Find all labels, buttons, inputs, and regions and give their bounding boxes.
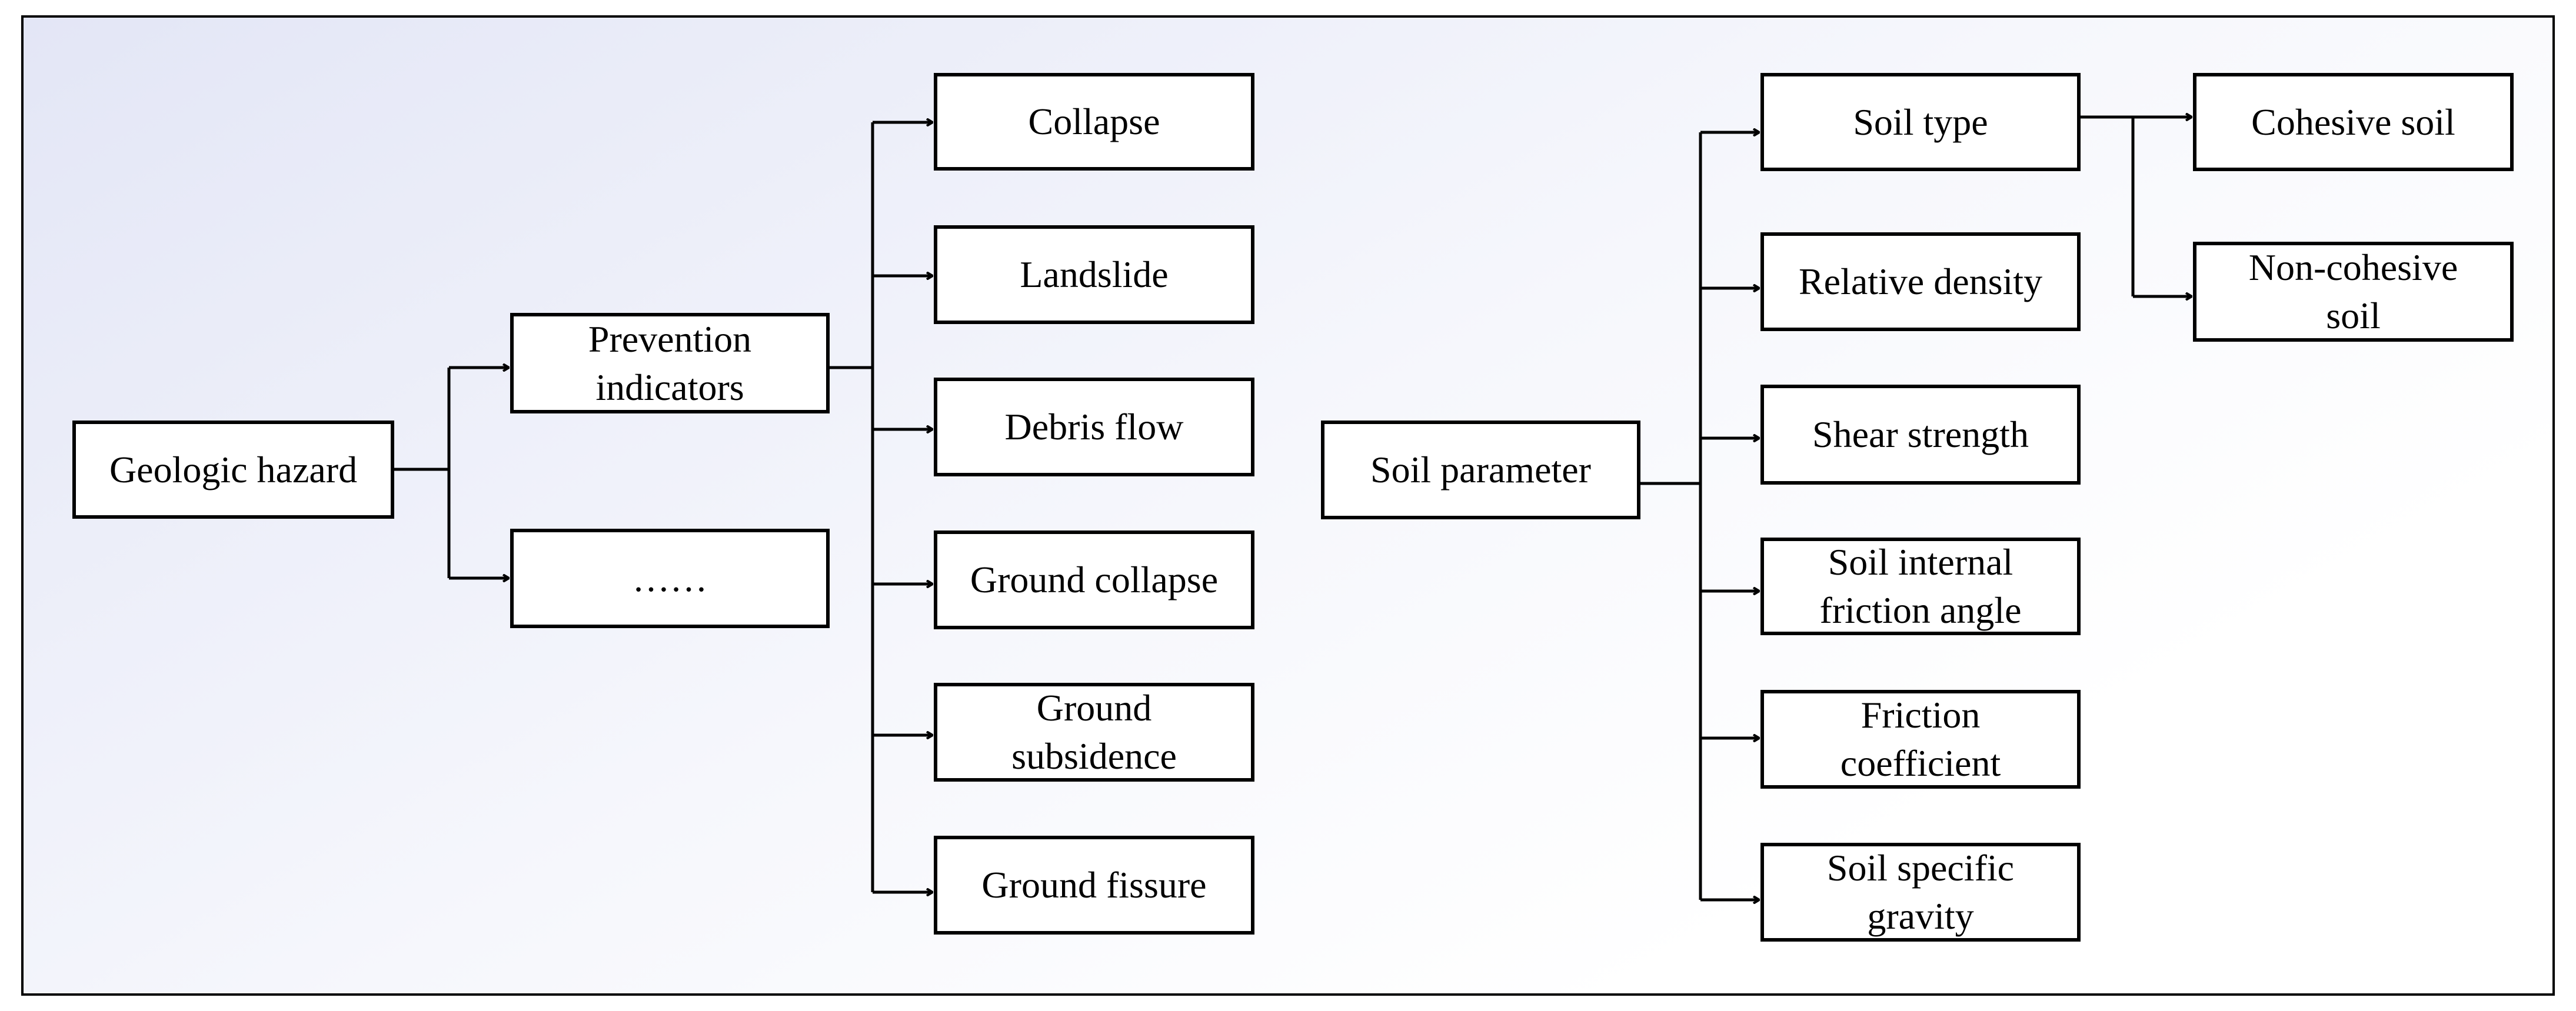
node-collapse: Collapse [934,73,1254,171]
node-label-line: Soil internal [1828,541,2013,583]
node-ground-subsidence: Ground subsidence [934,683,1254,782]
node-label: Cohesive soil [2251,101,2455,143]
node-label: Soil type [1853,101,1988,143]
node-label-line: Soil specific [1826,847,2015,889]
node-label: Shear strength [1812,413,2029,456]
node-cohesive-soil: Cohesive soil [2193,73,2514,171]
node-label-line: Friction [1861,694,1981,736]
node-ground-fissure: Ground fissure [934,836,1254,935]
node-label-line: indicators [595,366,744,408]
node-label-line: soil [2326,295,2381,336]
node-soil-specific-gravity: Soil specific gravity [1760,843,2081,942]
node-geologic-hazard: Geologic hazard [72,421,394,519]
node-label: Ground fissure [981,864,1207,906]
node-label-line: subsidence [1011,735,1177,777]
node-debris-flow: Debris flow [934,378,1254,476]
node-relative-density: Relative density [1760,232,2081,331]
node-label-line: Ground [1036,687,1152,729]
node-label: Geologic hazard [109,448,358,491]
node-landslide: Landslide [934,225,1254,324]
node-soil-internal-friction-angle: Soil internal friction angle [1760,538,2081,635]
node-soil-parameter: Soil parameter [1321,421,1640,519]
node-prevention-indicators: Prevention indicators [510,313,830,413]
node-soil-type: Soil type [1760,73,2081,171]
node-non-cohesive-soil: Non-cohesive soil [2193,242,2514,342]
node-label: …… [632,557,708,599]
node-label-line: gravity [1867,895,1974,937]
node-label-line: friction angle [1819,589,2022,631]
node-label-line: Prevention [588,318,752,360]
node-label: Relative density [1798,261,2043,303]
node-label: Landslide [1020,253,1169,296]
node-label: Collapse [1028,101,1160,143]
node-label: Ground collapse [970,559,1219,601]
node-label: Debris flow [1004,406,1184,448]
node-label-line: coefficient [1840,742,2001,784]
node-label-line: Non-cohesive [2248,246,2458,289]
node-label: Soil parameter [1370,449,1591,491]
node-ground-collapse: Ground collapse [934,530,1254,629]
node-friction-coefficient: Friction coefficient [1760,690,2081,789]
node-shear-strength: Shear strength [1760,385,2081,485]
node-ellipsis: …… [510,529,830,628]
